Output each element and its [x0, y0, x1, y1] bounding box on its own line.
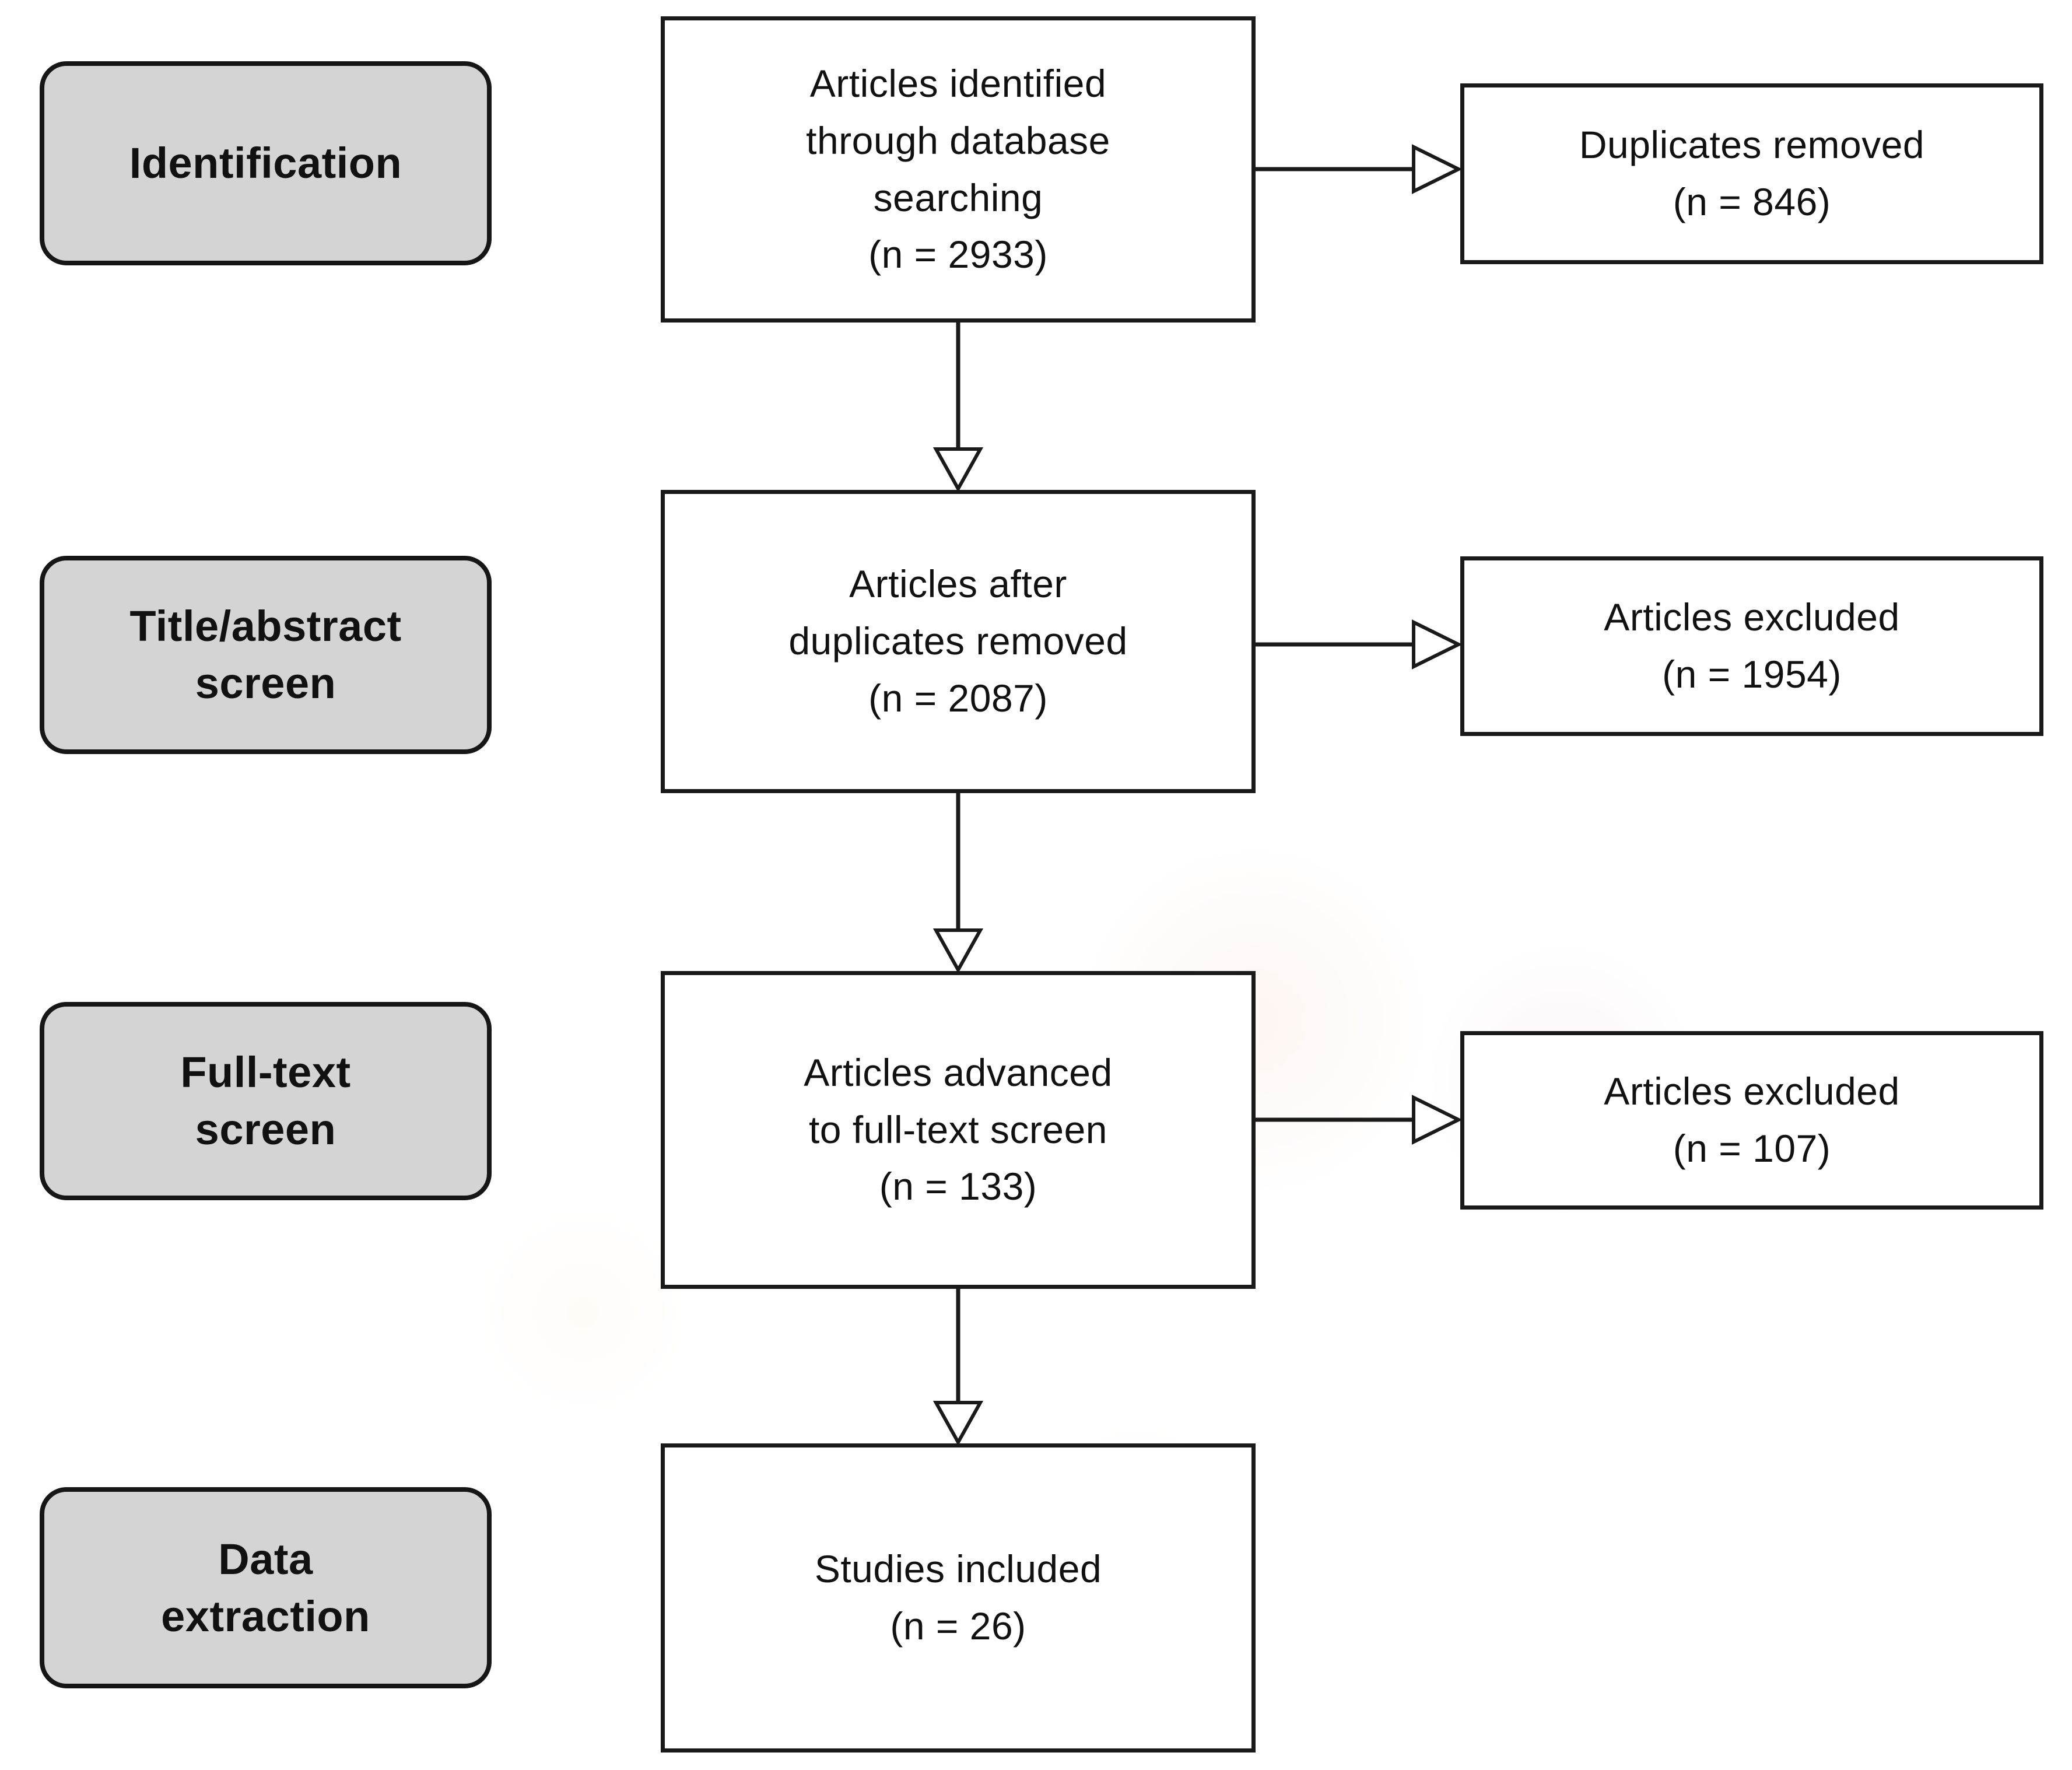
arrow-down-icon [932, 793, 984, 971]
flow-box-text: Articles excluded [1604, 1070, 1900, 1113]
flow-box-text: Articles after duplicates removed [788, 562, 1128, 663]
connector-full-text-to-included [929, 1289, 987, 1443]
flow-box-text: Articles advanced to full-text screen [804, 1050, 1113, 1151]
flow-box-count: (n = 2933) [868, 233, 1048, 276]
arrow-right-icon [1256, 619, 1460, 670]
arrow-right-icon [1256, 144, 1460, 194]
flow-box-studies-included: Studies included (n = 26) [661, 1443, 1256, 1753]
connector-full-text-to-excluded [1256, 1091, 1460, 1149]
stage-label: Data extraction [161, 1534, 370, 1641]
flow-box-text: Studies included [814, 1547, 1102, 1591]
stage-label: Identification [129, 139, 402, 188]
flow-box-count: (n = 846) [1673, 180, 1831, 223]
connector-after-duplicates-to-excluded [1256, 615, 1460, 674]
arrow-down-icon [932, 323, 984, 490]
flow-box-articles-excluded-full-text: Articles excluded (n = 107) [1460, 1031, 2043, 1210]
flow-box-count: (n = 107) [1673, 1127, 1831, 1170]
flow-box-count: (n = 1954) [1662, 653, 1842, 696]
flow-box-text: Duplicates removed [1579, 123, 1925, 167]
flow-box-count: (n = 2087) [868, 676, 1048, 720]
flow-box-duplicates-removed: Duplicates removed (n = 846) [1460, 83, 2043, 264]
flow-box-articles-excluded-title-abstract: Articles excluded (n = 1954) [1460, 556, 2043, 736]
flow-box-articles-identified: Articles identified through database sea… [661, 16, 1256, 323]
flow-box-after-duplicates-removed: Articles after duplicates removed (n = 2… [661, 490, 1256, 793]
connector-identified-to-duplicates-removed [1256, 140, 1460, 198]
flow-box-count: (n = 26) [890, 1604, 1026, 1648]
flow-box-advanced-full-text: Articles advanced to full-text screen (n… [661, 971, 1256, 1289]
stage-label: Title/abstract screen [129, 602, 402, 707]
stage-box-title-abstract-screen: Title/abstract screen [40, 556, 492, 754]
arrow-right-icon [1256, 1095, 1460, 1145]
stage-box-identification: Identification [40, 61, 492, 265]
flow-box-text: Articles identified through database sea… [806, 62, 1110, 219]
arrow-down-icon [932, 1289, 984, 1443]
stage-box-data-extraction: Data extraction [40, 1487, 492, 1688]
flow-box-count: (n = 133) [879, 1165, 1037, 1208]
stage-label: Full-text screen [180, 1048, 351, 1154]
flow-box-text: Articles excluded [1604, 595, 1900, 639]
stage-box-full-text-screen: Full-text screen [40, 1002, 492, 1200]
connector-identified-to-after-duplicates [929, 323, 987, 490]
connector-after-duplicates-to-full-text [929, 793, 987, 971]
